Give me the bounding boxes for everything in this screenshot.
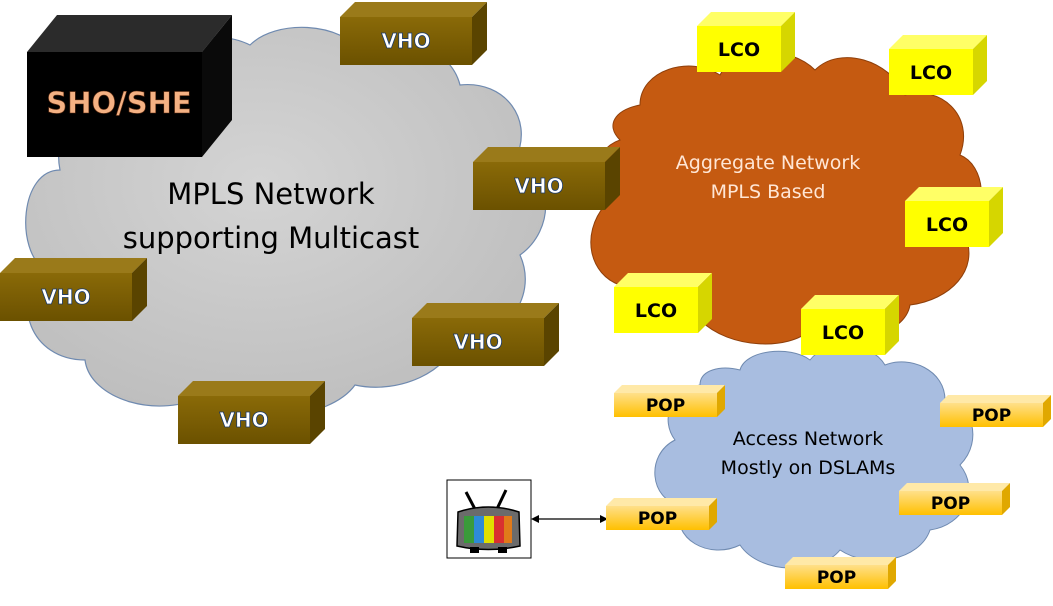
vho-box-4: VHO: [412, 303, 559, 366]
pop-box-2: POP: [940, 395, 1051, 427]
pop-box-4: POP: [606, 498, 717, 530]
lco-box-2: LCO: [889, 35, 987, 95]
lco-box-4-label: LCO: [635, 300, 677, 322]
pop-box-3-label: POP: [931, 494, 970, 514]
pop-box-1-label: POP: [646, 396, 685, 416]
headend-label: SHO/SHE: [46, 86, 191, 120]
aggregate-cloud-subtitle: MPLS Based: [711, 181, 826, 203]
access-cloud-subtitle: Mostly on DSLAMs: [721, 457, 896, 479]
aggregate-cloud-title: Aggregate Network: [676, 152, 860, 174]
lco-nodes: LCO LCO LCO LCO LCO: [614, 12, 1003, 355]
lco-box-5: LCO: [801, 295, 899, 355]
access-cloud-title: Access Network: [733, 428, 883, 450]
pop-box-4-label: POP: [638, 509, 677, 529]
tv-pop-connector: [531, 515, 608, 523]
lco-box-3-label: LCO: [926, 214, 968, 236]
pop-box-3: POP: [899, 483, 1010, 515]
lco-box-2-label: LCO: [910, 62, 952, 84]
vho-box-5-label: VHO: [219, 408, 268, 432]
lco-box-4: LCO: [614, 273, 712, 333]
vho-nodes: VHO VHO VHO VHO VHO: [0, 2, 620, 444]
pop-box-1: POP: [614, 385, 725, 417]
vho-box-5: VHO: [178, 381, 325, 444]
vho-box-4-label: VHO: [453, 330, 502, 354]
pop-box-5-label: POP: [817, 568, 856, 588]
television-icon: [446, 479, 532, 559]
core-cloud-title: MPLS Network: [167, 177, 375, 211]
core-cloud-subtitle: supporting Multicast: [123, 221, 420, 255]
lco-box-1: LCO: [697, 12, 795, 72]
vho-box-1: VHO: [340, 2, 487, 65]
access-network-cloud: Access Network Mostly on DSLAMs: [654, 345, 974, 569]
pop-box-2-label: POP: [972, 406, 1011, 426]
headend-box: SHO/SHE: [27, 15, 232, 157]
vho-box-2: VHO: [473, 147, 620, 210]
vho-box-2-label: VHO: [514, 174, 563, 198]
pop-nodes: POP POP POP POP POP: [606, 385, 1051, 589]
lco-box-5-label: LCO: [822, 322, 864, 344]
vho-box-3: VHO: [0, 258, 147, 321]
pop-box-5: POP: [785, 557, 896, 589]
vho-box-3-label: VHO: [41, 285, 90, 309]
lco-box-3: LCO: [905, 187, 1003, 247]
lco-box-1-label: LCO: [718, 39, 760, 61]
vho-box-1-label: VHO: [381, 29, 430, 53]
